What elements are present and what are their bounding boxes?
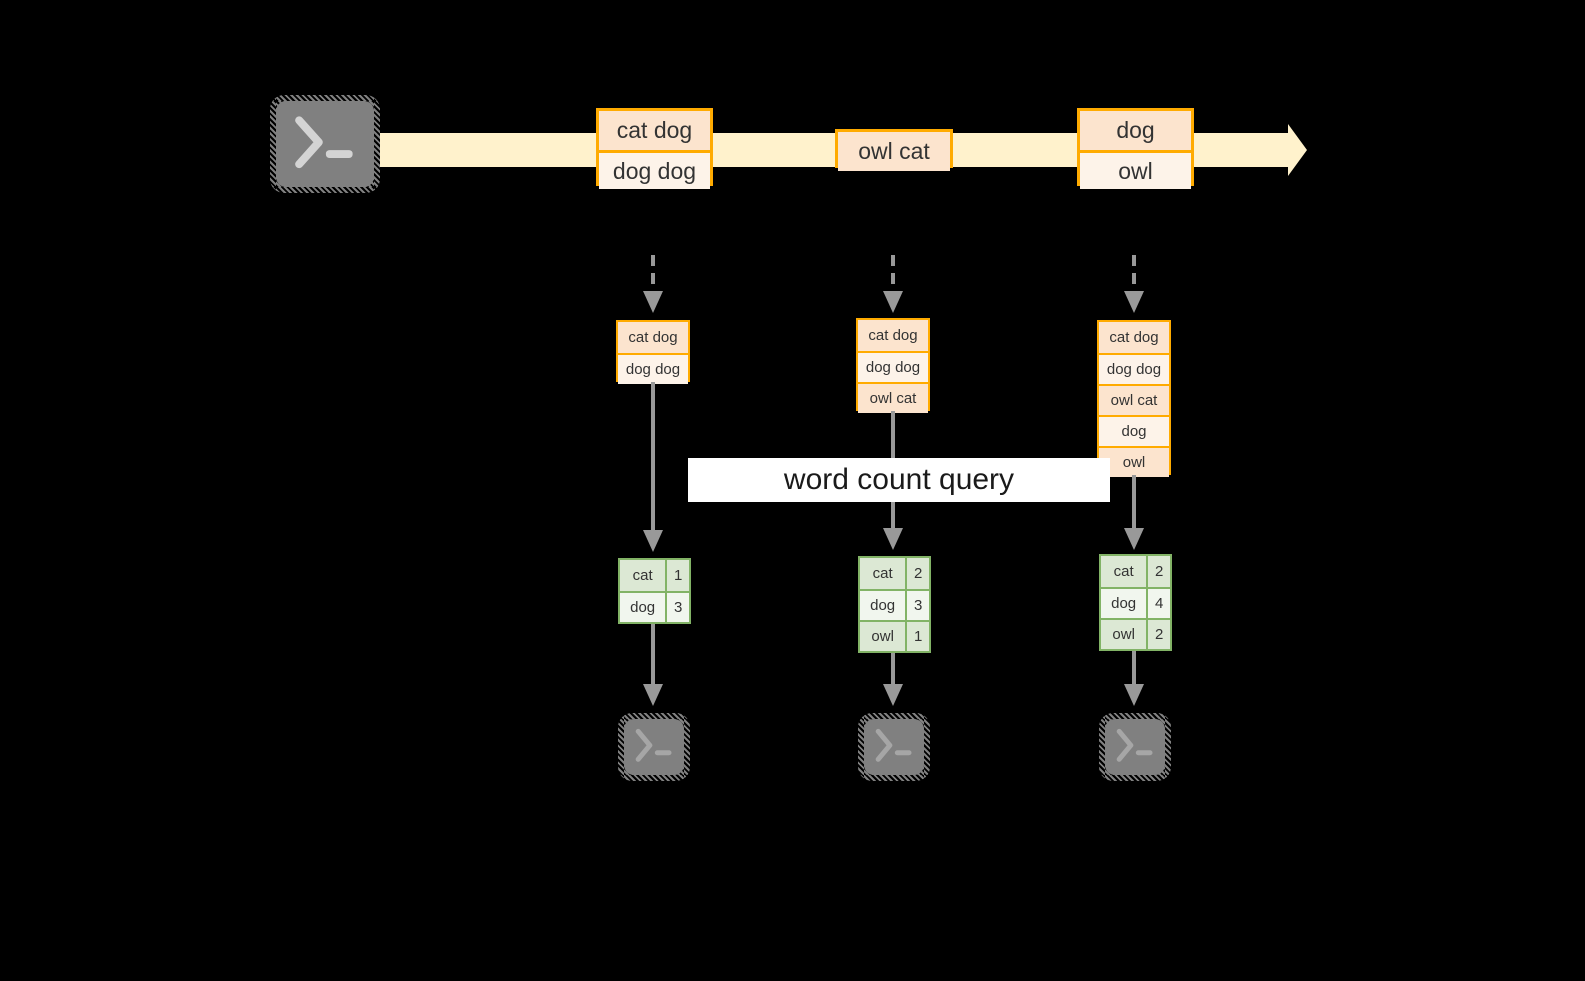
snapshot-3-input-box: cat dog dog dog owl cat dog owl: [1097, 320, 1171, 477]
snapshot-2-input-box: cat dog dog dog owl cat: [856, 318, 930, 413]
snapshot-input-line: cat dog: [858, 320, 928, 351]
snapshot-1-query-arrowhead: [643, 530, 663, 552]
snapshot-1-input-box: cat dog dog dog: [616, 320, 690, 384]
terminal-body: [864, 719, 924, 775]
table-row: dog 3: [620, 591, 689, 622]
table-row: cat 2: [1101, 556, 1170, 587]
snapshot-2-sink-line: [891, 653, 895, 686]
result-word: cat: [860, 558, 906, 589]
table-row: owl 2: [1101, 618, 1170, 649]
stream-event-line: dog: [1080, 111, 1191, 150]
stream-event-line: owl: [1080, 150, 1191, 189]
terminal-prompt-icon: [276, 101, 374, 187]
snapshot-input-line: dog dog: [858, 351, 928, 382]
snapshot-3-result-table: cat 2 dog 4 owl 2: [1099, 554, 1172, 651]
snapshot-3-sink-arrowhead: [1124, 684, 1144, 706]
terminal-prompt-icon: [864, 719, 924, 775]
snapshot-2-sink-terminal-icon: [858, 713, 930, 781]
result-word: cat: [620, 560, 666, 591]
stream-event-group-1: cat dog dog dog: [596, 108, 713, 189]
snapshot-1-sink-terminal-icon: [618, 713, 690, 781]
snapshot-3-query-arrowhead: [1124, 528, 1144, 550]
snapshot-input-line: cat dog: [618, 322, 688, 353]
snapshot-1-sink-arrowhead: [643, 684, 663, 706]
result-word: cat: [1101, 556, 1147, 587]
result-count: 1: [905, 622, 929, 651]
terminal-body: [624, 719, 684, 775]
query-banner: word count query: [688, 458, 1110, 502]
snapshot-3-tap-line: [1132, 255, 1136, 293]
result-count: 2: [1146, 556, 1170, 587]
snapshot-2-tap-line: [891, 255, 895, 293]
stream-event-line: dog dog: [599, 150, 710, 189]
result-count: 2: [1146, 620, 1170, 649]
snapshot-3-tap-arrowhead: [1124, 291, 1144, 313]
terminal-body: [276, 101, 374, 187]
snapshot-input-line: owl: [1099, 446, 1169, 477]
result-word: dog: [860, 591, 906, 620]
snapshot-3-sink-line: [1132, 651, 1136, 686]
terminal-body: [1105, 719, 1165, 775]
result-word: owl: [1101, 620, 1147, 649]
snapshot-3-sink-terminal-icon: [1099, 713, 1171, 781]
snapshot-input-line: dog dog: [618, 353, 688, 384]
result-count: 3: [665, 593, 689, 622]
table-row: cat 2: [860, 558, 929, 589]
stream-event-line: owl cat: [838, 132, 950, 171]
snapshot-3-query-line: [1132, 475, 1136, 532]
snapshot-input-line: owl cat: [1099, 384, 1169, 415]
result-count: 1: [665, 560, 689, 591]
table-row: dog 4: [1101, 587, 1170, 618]
snapshot-2-result-table: cat 2 dog 3 owl 1: [858, 556, 931, 653]
result-word: owl: [860, 622, 906, 651]
result-word: dog: [620, 593, 666, 622]
result-count: 4: [1146, 589, 1170, 618]
result-count: 3: [905, 591, 929, 620]
snapshot-1-sink-line: [651, 624, 655, 686]
terminal-prompt-icon: [1105, 719, 1165, 775]
snapshot-1-query-line: [651, 382, 655, 532]
source-terminal-icon: [270, 95, 380, 193]
snapshot-input-line: owl cat: [858, 382, 928, 413]
snapshot-input-line: cat dog: [1099, 322, 1169, 353]
result-word: dog: [1101, 589, 1147, 618]
snapshot-2-query-arrowhead: [883, 528, 903, 550]
stream-arrowhead: [1288, 124, 1307, 176]
snapshot-input-line: dog dog: [1099, 353, 1169, 384]
table-row: dog 3: [860, 589, 929, 620]
snapshot-1-result-table: cat 1 dog 3: [618, 558, 691, 624]
snapshot-2-sink-arrowhead: [883, 684, 903, 706]
table-row: owl 1: [860, 620, 929, 651]
table-row: cat 1: [620, 560, 689, 591]
result-count: 2: [905, 558, 929, 589]
stream-event-group-3: dog owl: [1077, 108, 1194, 189]
snapshot-2-tap-arrowhead: [883, 291, 903, 313]
snapshot-1-tap-line: [651, 255, 655, 293]
stream-event-group-2: owl cat: [835, 129, 953, 171]
snapshot-1-tap-arrowhead: [643, 291, 663, 313]
snapshot-input-line: dog: [1099, 415, 1169, 446]
terminal-prompt-icon: [624, 719, 684, 775]
stream-event-line: cat dog: [599, 111, 710, 150]
